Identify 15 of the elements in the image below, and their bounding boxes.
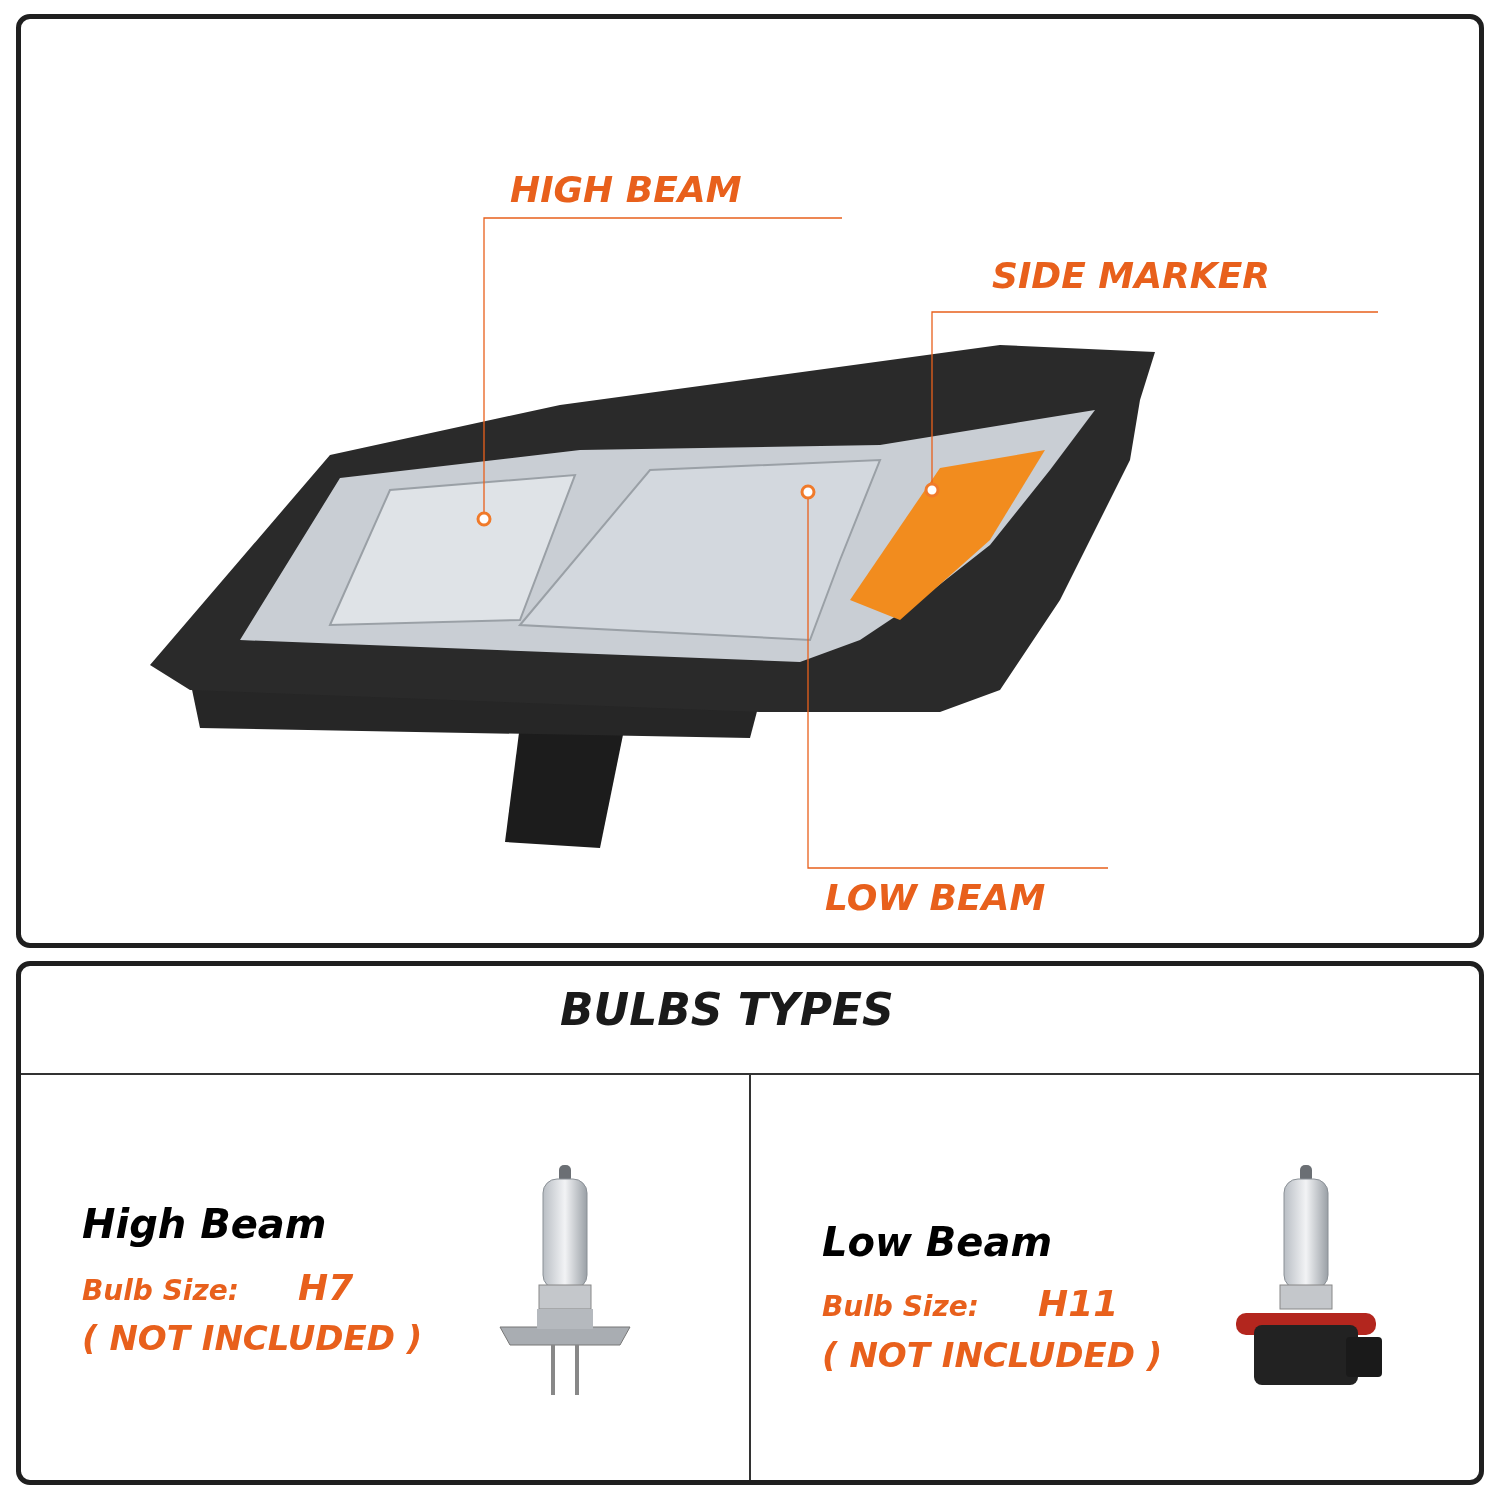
- bulb-position: High Beam: [82, 1202, 327, 1246]
- table-heading: BULBS TYPES: [560, 986, 894, 1035]
- note-text: ( NOT INCLUDED ): [822, 1337, 1163, 1375]
- bulb-size-value: H7: [298, 1268, 354, 1308]
- leader-line: [924, 311, 1379, 498]
- callout-label: LOW BEAM: [825, 878, 1046, 918]
- callout-label: SIDE MARKER: [992, 256, 1270, 296]
- callout-label: HIGH BEAM: [510, 170, 742, 210]
- leader-line: [476, 217, 843, 527]
- leader-line: [800, 484, 1109, 869]
- bulb-position: Low Beam: [822, 1220, 1053, 1264]
- note-text: ( NOT INCLUDED ): [82, 1320, 423, 1358]
- bulb-size-label: Bulb Size:: [82, 1276, 239, 1307]
- bulb-size-label: Bulb Size:: [822, 1292, 979, 1323]
- bulb-size-value: H11: [1038, 1284, 1119, 1324]
